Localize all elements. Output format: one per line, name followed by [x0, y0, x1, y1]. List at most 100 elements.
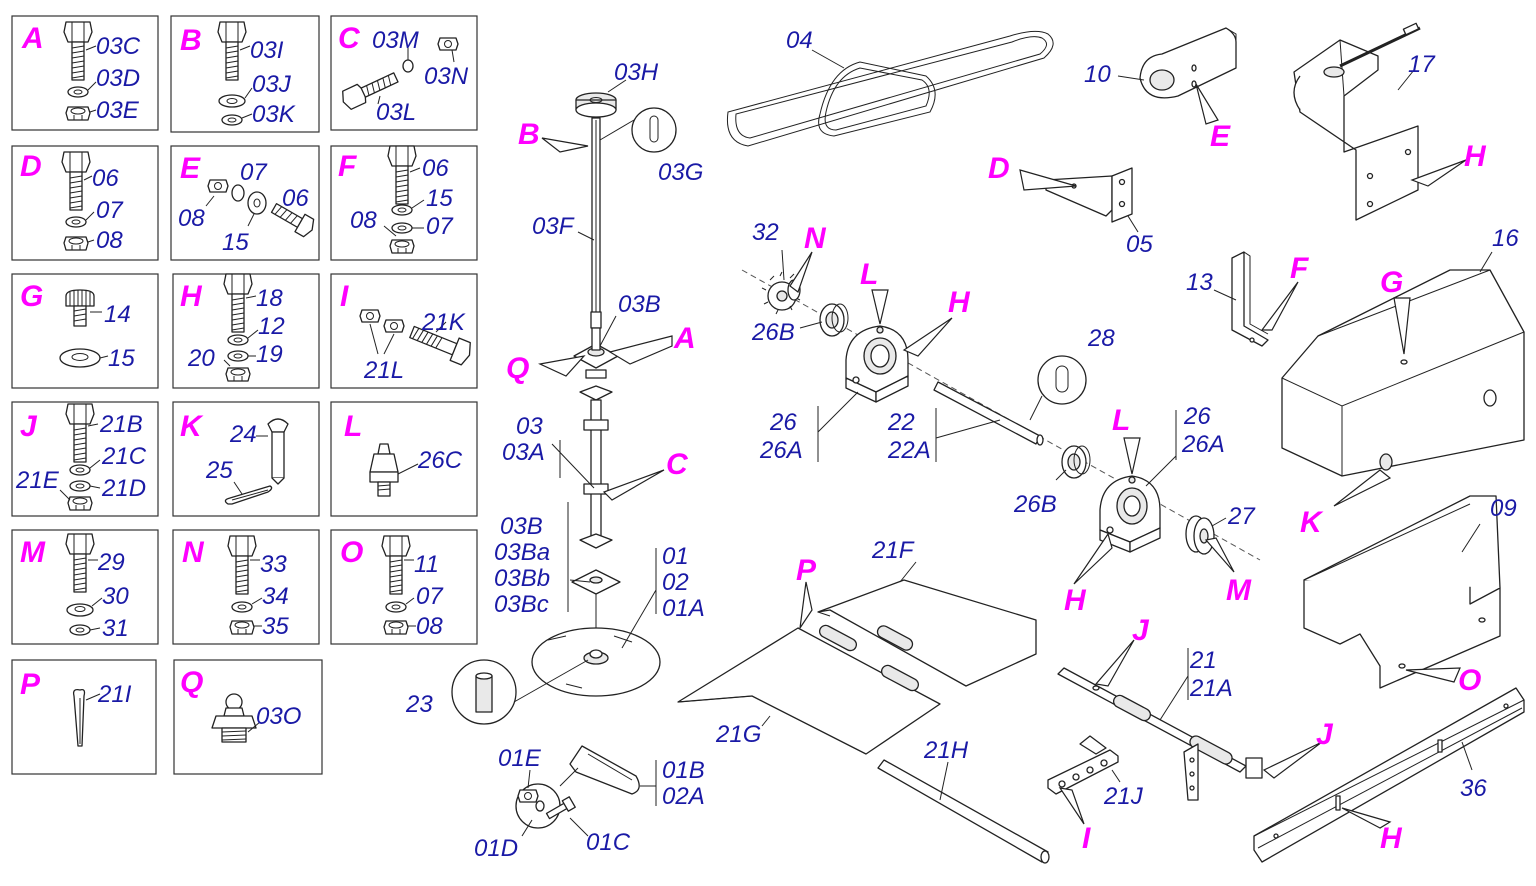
kit-letter-o: O	[340, 536, 363, 569]
washer-icon	[69, 624, 91, 636]
callout-03a: 03A	[502, 439, 545, 466]
part-label: 03I	[250, 37, 284, 64]
marker-arrow	[1019, 169, 1077, 191]
marker-arrow	[538, 355, 586, 377]
rod-21h-part: 21H	[877, 737, 1050, 864]
marker-arrow	[608, 335, 673, 365]
marker-arrow	[1410, 159, 1467, 187]
marker-arrow	[602, 469, 665, 501]
link-21j-part: 21J I	[1047, 735, 1144, 855]
callout-26b-top: 26B	[751, 319, 795, 346]
callout-03h: 03H	[614, 59, 659, 86]
kit-letter-j: J	[20, 410, 38, 443]
part-label: 12	[258, 313, 285, 340]
part-label: 21B	[99, 411, 143, 438]
marker-arrow	[1262, 741, 1323, 779]
rail-36-part: 36 H	[1253, 687, 1525, 863]
cover-16-part: 16 G K	[1281, 225, 1525, 539]
callout-22a: 22A	[887, 437, 931, 464]
washer-icon	[227, 334, 249, 346]
kit-box-q: Q 03O	[173, 659, 323, 775]
kit-letter-d: D	[20, 150, 42, 183]
callout-03bc: 03Bc	[494, 591, 549, 618]
part-label: 30	[102, 583, 129, 610]
marker-arrow	[1341, 807, 1392, 829]
nut-icon	[517, 789, 539, 803]
part-label: 03O	[256, 703, 301, 730]
callout-16: 16	[1492, 225, 1519, 252]
kit-box-p: P 21I	[11, 659, 157, 775]
callout-03b: 03B	[618, 291, 661, 318]
nut-icon	[65, 106, 91, 121]
kit-box-o: O 11 07 08	[330, 529, 478, 645]
key-detail-circle	[1037, 355, 1087, 405]
part-label: 03J	[252, 71, 292, 98]
part-label: 21K	[421, 309, 466, 336]
pillow-block-part	[1099, 475, 1161, 553]
washer-icon	[385, 601, 407, 613]
part-label: 31	[102, 615, 129, 642]
part-label: 08	[178, 205, 205, 232]
marker-g: G	[1380, 266, 1403, 299]
kit-letter-q: Q	[180, 666, 203, 699]
kit-box-e: E 07 08 06 15	[170, 145, 320, 261]
nut-icon	[63, 236, 89, 251]
callout-23: 23	[405, 691, 433, 718]
kit-letter-m: M	[20, 536, 46, 569]
callout-03ba: 03Ba	[494, 539, 550, 566]
nut-icon	[359, 309, 381, 323]
washer-icon	[247, 191, 267, 215]
callout-21a: 21A	[1189, 675, 1233, 702]
nut-icon	[229, 620, 255, 635]
marker-arrow	[871, 289, 889, 325]
washer-icon	[218, 94, 246, 108]
kit-letter-c: C	[338, 22, 361, 55]
hex-bolt-icon	[270, 203, 315, 238]
part-label: 06	[422, 155, 449, 182]
marker-m: M	[1226, 574, 1252, 607]
part-label: 25	[205, 457, 233, 484]
marker-n: N	[804, 222, 827, 255]
drive-shaft-assembly: 32 26B 26 26A 22 22A 28 26B 26 26A 27 N …	[741, 219, 1261, 617]
kit-letter-p: P	[20, 668, 41, 701]
part-label: 03D	[96, 65, 140, 92]
deflector-part	[569, 745, 640, 795]
part-label: 21D	[101, 475, 146, 502]
deflector-assembly: 01E 01D 01C 01B 02A	[474, 745, 705, 862]
plate-21f-part: 21F	[817, 537, 1037, 687]
callout-32: 32	[752, 219, 779, 246]
nut-icon	[67, 496, 93, 511]
marker-i: I	[1082, 822, 1091, 855]
marker-arrow	[1393, 297, 1411, 355]
grease-fitting-icon	[369, 443, 399, 497]
cotter-pin-icon	[72, 688, 86, 747]
part-label: 08	[416, 613, 443, 640]
marker-c: C	[666, 448, 689, 481]
part-label: 08	[350, 207, 377, 234]
washer-icon	[65, 216, 87, 228]
kit-box-h: H 18 12 20 19	[172, 273, 320, 389]
callout-01: 01	[662, 543, 689, 570]
marker-arrow	[1204, 537, 1235, 573]
part-label: 06	[92, 165, 119, 192]
callout-01c: 01C	[586, 829, 631, 856]
marker-arrow	[541, 137, 589, 153]
bracket-13-part: 13 F	[1186, 251, 1309, 347]
callout-02a: 02A	[662, 783, 705, 810]
part-label: 15	[222, 229, 249, 256]
callout-27: 27	[1227, 503, 1256, 530]
marker-arrow	[902, 317, 953, 357]
callout-01e: 01E	[498, 745, 542, 772]
marker-arrow	[1405, 667, 1461, 683]
marker-arrow	[789, 251, 813, 293]
marker-h-17: H	[1464, 140, 1487, 173]
kit-box-d: D 06 07 08	[11, 145, 159, 261]
part-label: 07	[416, 583, 444, 610]
kit-letter-h: H	[180, 280, 203, 313]
kit-box-i: I 21K 21L	[330, 273, 478, 389]
pin-icon	[267, 418, 289, 485]
washer-icon	[391, 204, 413, 216]
callout-21: 21	[1189, 647, 1217, 674]
callout-36: 36	[1460, 775, 1487, 802]
kit-letter-f: F	[338, 150, 357, 183]
